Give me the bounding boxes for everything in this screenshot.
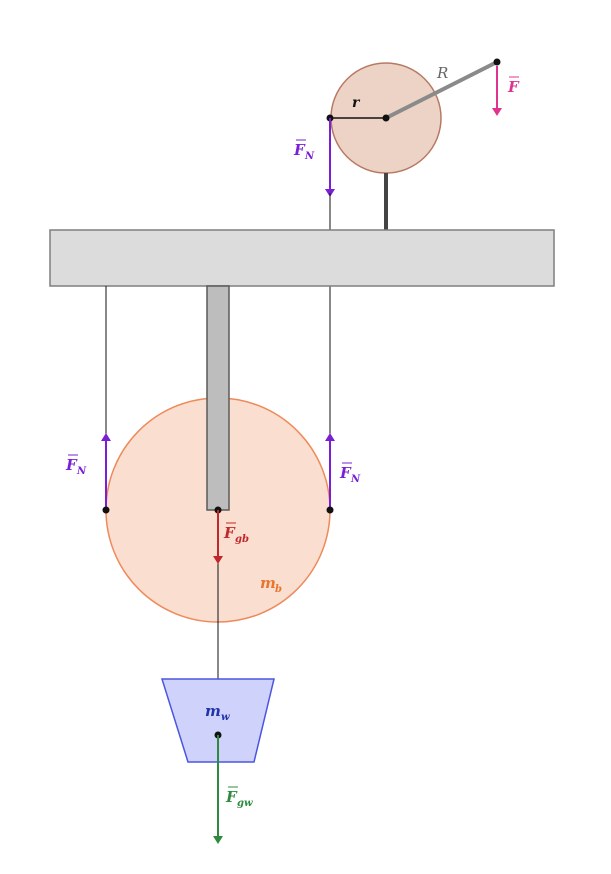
normal-force-left-label: F (65, 456, 78, 474)
pulley-mass-sub: b (275, 584, 282, 595)
left-contact-dot (102, 506, 110, 514)
gravity-weight-sub: gw (237, 798, 253, 809)
weight-mass-label: m (205, 702, 221, 720)
gravity-weight-label: F (225, 788, 238, 806)
applied-force-label: F (507, 78, 520, 96)
crank-end-dot (493, 58, 501, 66)
hanger-bar (206, 285, 230, 511)
pulley-mass-label: m (260, 574, 276, 592)
gravity-pulley-sub: gb (235, 534, 249, 545)
normal-force-top-sub: N (304, 151, 315, 162)
normal-force-right-label: F (339, 464, 352, 482)
hanging-weight (160, 678, 275, 763)
crank-arm (385, 60, 498, 120)
right-contact-dot (326, 506, 334, 514)
gravity-pulley-label: F (223, 524, 236, 542)
radius-r-label: r (352, 95, 361, 111)
center-dot (382, 114, 390, 122)
normal-force-right-sub: N (350, 474, 361, 485)
ceiling-beam (49, 229, 555, 287)
normal-force-left-sub: N (76, 466, 87, 477)
normal-force-top-label: F (293, 141, 306, 159)
radius-R-label: R (436, 64, 448, 82)
weight-mass-sub: w (221, 712, 230, 723)
